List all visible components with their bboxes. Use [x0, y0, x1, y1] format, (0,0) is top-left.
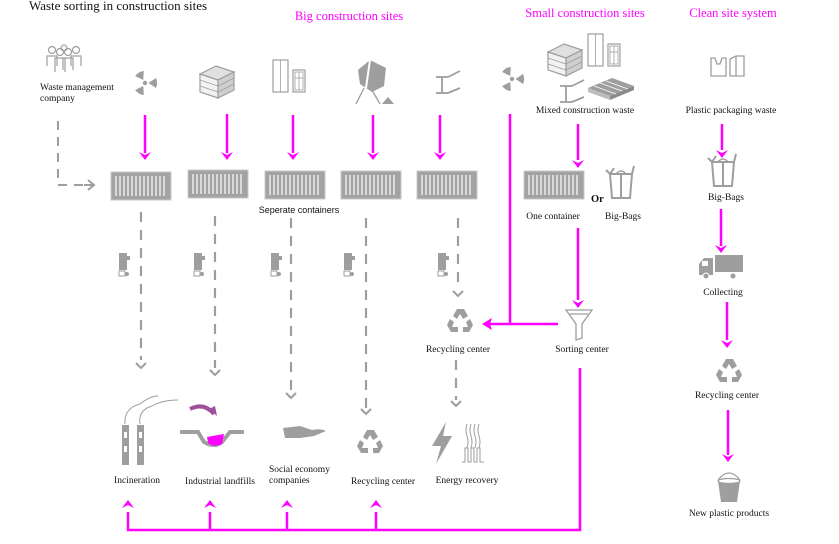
factory-smoke-icon [122, 395, 179, 465]
big-bags-label: Big-Bags [605, 212, 641, 222]
social-economy-label: Social economy companies [269, 465, 330, 487]
truck-icon [699, 255, 743, 280]
radioactive-icon [134, 70, 158, 96]
waste-company-line-2: company [40, 94, 75, 104]
section-big-construction: Big construction sites [294, 9, 404, 23]
waste-company-flow [57, 121, 96, 191]
recycle-icon [357, 430, 383, 453]
truck-icon [193, 252, 206, 277]
arrow-right-icon [84, 179, 96, 191]
energy-icon [432, 422, 484, 464]
container-icon [340, 170, 402, 200]
page-title: Waste sorting in construction sites [29, 0, 208, 13]
cement-mixer-icon [355, 59, 394, 105]
door-window-icon [587, 33, 621, 67]
truck-icon [343, 252, 356, 277]
bricks-icon [547, 43, 583, 77]
truck-icon [118, 252, 131, 277]
clean-recycling-label: Recycling center [694, 391, 760, 401]
steel-beam-icon [559, 79, 585, 103]
dashed-transport-lines [139, 212, 460, 410]
waste-company-line-1: Waste management [40, 83, 114, 93]
door-window-icon [272, 59, 306, 93]
incineration-label: Incineration [114, 476, 160, 486]
big-bag-icon [707, 153, 737, 187]
bricks-icon [199, 65, 235, 99]
small-site-flow [126, 114, 582, 532]
social-economy-line-2: companies [269, 476, 310, 486]
recycle-icon [716, 359, 742, 382]
section-small-construction: Small construction sites [525, 6, 645, 20]
one-container-label: One container [526, 212, 580, 222]
container-icon [264, 170, 326, 200]
big-bag-icon [605, 165, 635, 199]
energy-recovery-label: Energy recovery [435, 476, 499, 486]
industrial-landfills-label: Industrial landfills [185, 477, 255, 487]
separate-containers-label: Seperate containers [258, 205, 340, 215]
landfill-icon [180, 404, 244, 447]
funnel-icon [564, 309, 594, 341]
recycling-center-label: Recycling center [425, 345, 491, 355]
truck-icon [270, 252, 283, 277]
pallet-icon [587, 77, 635, 101]
steel-beam-icon [435, 70, 461, 94]
container-icon [523, 170, 585, 200]
clean-big-bags-label: Big-Bags [708, 193, 744, 203]
plastic-bag-icon [710, 55, 745, 77]
collecting-label: Collecting [703, 288, 743, 298]
people-group-icon [46, 44, 82, 72]
plastic-waste-label: Plastic packaging waste [685, 106, 777, 116]
arrow-left-icon [482, 318, 492, 330]
radioactive-icon [501, 66, 525, 92]
recycling-center-destination-label: Recycling center [350, 477, 416, 487]
or-label: Or [591, 194, 604, 205]
truck-icon [437, 252, 450, 277]
clean-site-flow [719, 124, 730, 455]
new-plastic-products-label: New plastic products [688, 509, 770, 519]
bucket-icon [717, 472, 741, 502]
mixed-waste-label: Mixed construction waste [535, 106, 635, 116]
container-icon [187, 169, 249, 199]
recycle-icon [447, 309, 473, 332]
container-icon [110, 171, 172, 201]
social-economy-line-1: Social economy [269, 465, 330, 475]
section-clean-site: Clean site system [689, 6, 777, 20]
pink-arrows-to-containers [143, 114, 580, 160]
sorting-center-label: Sorting center [555, 345, 609, 355]
waste-company-label: Waste management company [40, 83, 114, 105]
container-icon [416, 170, 478, 200]
hand-icon [283, 426, 326, 438]
